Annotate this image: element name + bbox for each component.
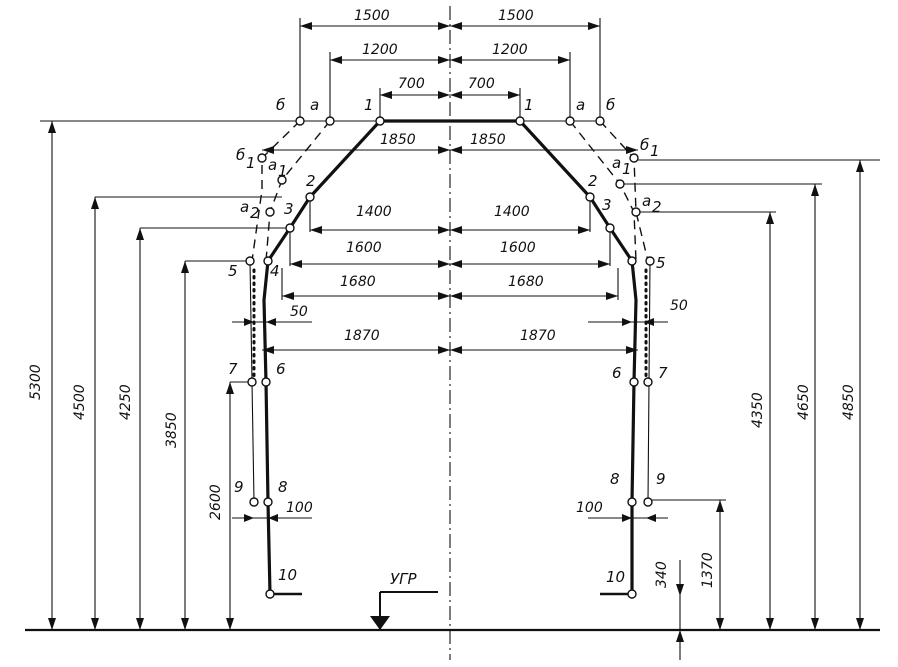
dim-1500-right: 1500	[498, 8, 534, 24]
extension-lines-top	[281, 18, 619, 300]
label-3-right: 3	[602, 196, 612, 214]
dim-1870-right: 1870	[520, 328, 556, 344]
main-gauge-contour	[262, 119, 638, 596]
label-7-left: 7	[228, 360, 238, 378]
label-6-left: 6	[276, 360, 286, 378]
label-4-left: 4	[270, 262, 280, 280]
label-6-right: 6	[612, 364, 622, 382]
dim-700-left: 700	[398, 76, 425, 92]
label-b1-left: б	[236, 146, 245, 164]
label-8-left: 8	[278, 478, 288, 496]
arrowheads	[244, 22, 656, 522]
dim-1200-left: 1200	[362, 42, 398, 58]
dim-1400-left: 1400	[356, 204, 392, 220]
dimension-labels: 1500 1500 1200 1200 700 700 1850 1850 14…	[28, 8, 857, 588]
dim-1500-left: 1500	[354, 8, 390, 24]
dim-5300: 5300	[28, 364, 44, 400]
label-a1-right-sub: 1	[622, 160, 632, 178]
label-a2-right: a	[642, 192, 651, 210]
point-labels: б a 1 1 a б б 1 a 1 a 2 2 3 4 5 6 7 8 9 …	[228, 96, 668, 586]
dim-700-right: 700	[468, 76, 495, 92]
label-a1-left-sub: 1	[278, 162, 288, 180]
label-a1-left: a	[268, 156, 277, 174]
dim-50-right: 50	[670, 298, 688, 314]
label-9-left: 9	[234, 478, 244, 496]
dim-1850-right: 1850	[470, 132, 506, 148]
rail-level-label: УГР	[390, 570, 417, 588]
label-a2-left: a	[240, 198, 249, 216]
nodes	[245, 116, 655, 599]
dim-4850: 4850	[841, 384, 857, 420]
label-a2-left-sub: 2	[250, 204, 260, 222]
dim-1870-left: 1870	[344, 328, 380, 344]
label-1-right: 1	[524, 96, 534, 114]
dim-4250: 4250	[118, 384, 134, 420]
dim-50-left: 50	[290, 304, 308, 320]
label-a1-right: a	[612, 154, 621, 172]
vertical-arrowheads	[48, 121, 864, 642]
label-9-right: 9	[656, 470, 666, 488]
label-a-left: a	[310, 96, 319, 114]
label-10-right: 10	[606, 568, 625, 586]
dim-1600-right: 1600	[500, 240, 536, 256]
label-b-left: б	[276, 96, 285, 114]
label-5-right: 5	[656, 254, 666, 272]
dim-1400-right: 1400	[494, 204, 530, 220]
label-7-right: 7	[658, 364, 668, 382]
dim-4350: 4350	[750, 392, 766, 428]
label-5-left: 5	[228, 262, 238, 280]
dim-100-right: 100	[576, 500, 603, 516]
label-1-left: 1	[364, 96, 374, 114]
dim-1370: 1370	[700, 552, 716, 588]
label-2-left: 2	[306, 172, 316, 190]
dim-1600-left: 1600	[346, 240, 382, 256]
dim-4500: 4500	[72, 384, 88, 420]
dim-2600: 2600	[208, 484, 224, 520]
label-b1-left-sub: 1	[246, 154, 256, 172]
label-a-right: a	[576, 96, 585, 114]
dim-1680-left: 1680	[340, 274, 376, 290]
dim-1850-left: 1850	[380, 132, 416, 148]
label-b1-right-sub: 1	[650, 142, 660, 160]
dim-1680-right: 1680	[508, 274, 544, 290]
label-b-right: б	[606, 96, 615, 114]
label-b1-right: б	[640, 136, 649, 154]
vertical-dimensions-left	[51, 121, 286, 630]
vertical-dimensions-right	[620, 159, 880, 660]
label-2-right: 2	[588, 172, 598, 190]
label-3-left: 3	[284, 200, 294, 218]
dim-100-left: 100	[286, 500, 313, 516]
dim-4650: 4650	[796, 384, 812, 420]
label-a2-right-sub: 2	[652, 198, 662, 216]
dim-3850: 3850	[164, 412, 180, 448]
label-8-right: 8	[610, 470, 620, 488]
dim-340: 340	[654, 561, 670, 588]
dim-1200-right: 1200	[492, 42, 528, 58]
rail-level-marker: УГР	[370, 570, 438, 630]
label-10-left: 10	[278, 566, 297, 584]
